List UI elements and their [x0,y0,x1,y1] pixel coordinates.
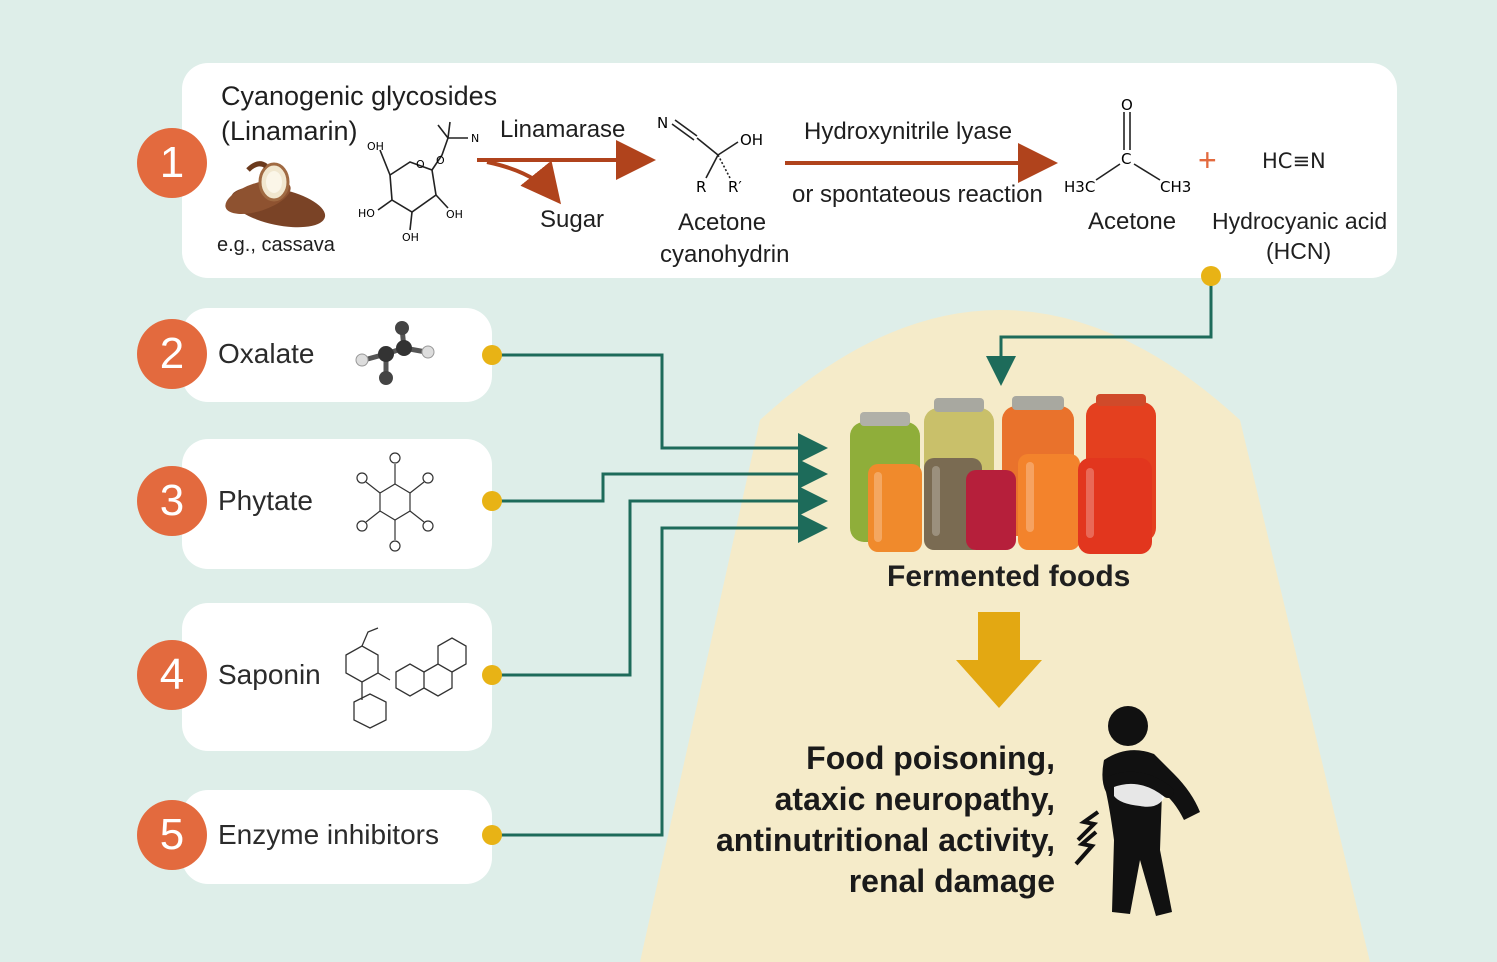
acetone-label: Acetone [1088,208,1177,235]
glycoside-oh-top: OH [367,140,384,153]
outcome-line: ataxic neuropathy, [774,781,1055,817]
oxalate-molecule-icon [355,321,435,385]
conversion-label-line2: or spontateous reaction [792,181,1043,208]
hcn-connector [986,276,1213,386]
glycoside-ring-oxygen: O [416,158,425,171]
step1-card [182,63,1397,278]
linamarin-structure: OH O O N HO OH OH [358,121,479,244]
cyanohydrin-r: R [696,178,706,196]
glycoside-title: Cyanogenic glycosides [221,81,498,111]
hcn-connector-dot [1201,266,1221,286]
enzyme-inhibitors-card [182,790,492,884]
phytate-connector-dot [482,491,502,511]
acetone-ch3: CH3 [1160,178,1191,196]
enzyme-label: Linamarase [500,116,626,143]
oxalate-card [182,308,492,402]
oxalate-connector-dot [482,345,502,365]
acetone-oxygen: O [1121,96,1133,114]
glycoside-link-oxygen: O [436,154,445,167]
fermented-jars-image [850,394,1156,554]
glycoside-oh-bottom: OH [402,231,419,244]
cyanohydrin-r-prime: R′ [728,178,742,196]
enzyme-inhibitors-connector-dot [482,825,502,845]
conversion-label-line1: Hydroxynitrile lyase [804,118,1013,145]
stomachache-person-icon [1074,706,1200,916]
enzyme-inhibitors-number-badge: 5 [137,800,207,870]
saponin-connector [492,486,828,677]
enzyme-inhibitors-connector [492,513,828,837]
cyanohydrin-structure: N OH R R′ [657,114,763,196]
outcome-line: antinutritional activity, [716,822,1055,858]
saponin-number-badge: 4 [137,640,207,710]
enzyme-inhibitors-label: Enzyme inhibitors [218,819,439,850]
glycoside-oh-right: OH [446,208,463,221]
outcome-line: Food poisoning, [806,740,1055,776]
intermediate-label-line2: cyanohydrin [660,241,790,268]
oxalate-connector [492,353,828,463]
saponin-structure-icon [345,627,467,729]
cassava-caption: e.g., cassava [217,234,335,256]
outcome-line: renal damage [848,863,1055,899]
fermented-foods-label: Fermented foods [887,560,1131,593]
saponin-label: Saponin [218,659,321,690]
glycoside-ho-left: HO [358,207,375,220]
saponin-card [182,603,492,751]
health-outcomes: Food poisoning, ataxic neuropathy, antin… [716,738,1055,902]
cyanohydrin-nitrogen: N [657,114,668,132]
hcn-formula: HC≡N [1262,149,1326,173]
glycoside-nitrogen: N [471,132,479,145]
intermediate-label-line1: Acetone [678,209,767,236]
acetone-h3c: H3C [1064,178,1095,196]
glycoside-subtitle: (Linamarin) [221,116,358,146]
hcn-label-line1: Hydrocyanic acid [1212,208,1388,234]
oxalate-number-badge: 2 [137,319,207,389]
sugar-label: Sugar [540,206,605,233]
step1-number-badge: 1 [137,128,207,198]
acetone-carbon: C [1121,150,1131,168]
down-arrow-icon [956,612,1042,708]
phytate-connector [492,459,828,503]
plus-sign: + [1198,142,1217,178]
hcn-label-line2: (HCN) [1266,238,1332,264]
phytate-number-badge: 3 [137,466,207,536]
cassava-icon [225,161,326,228]
sugar-arrow [486,160,562,205]
phytate-structure-icon [356,452,434,552]
oxalate-label: Oxalate [218,338,315,369]
phytate-label: Phytate [218,485,313,516]
cyanohydrin-oh: OH [740,131,763,149]
phytate-card [182,439,492,569]
saponin-connector-dot [482,665,502,685]
acetone-structure: O C H3C CH3 [1064,96,1191,196]
